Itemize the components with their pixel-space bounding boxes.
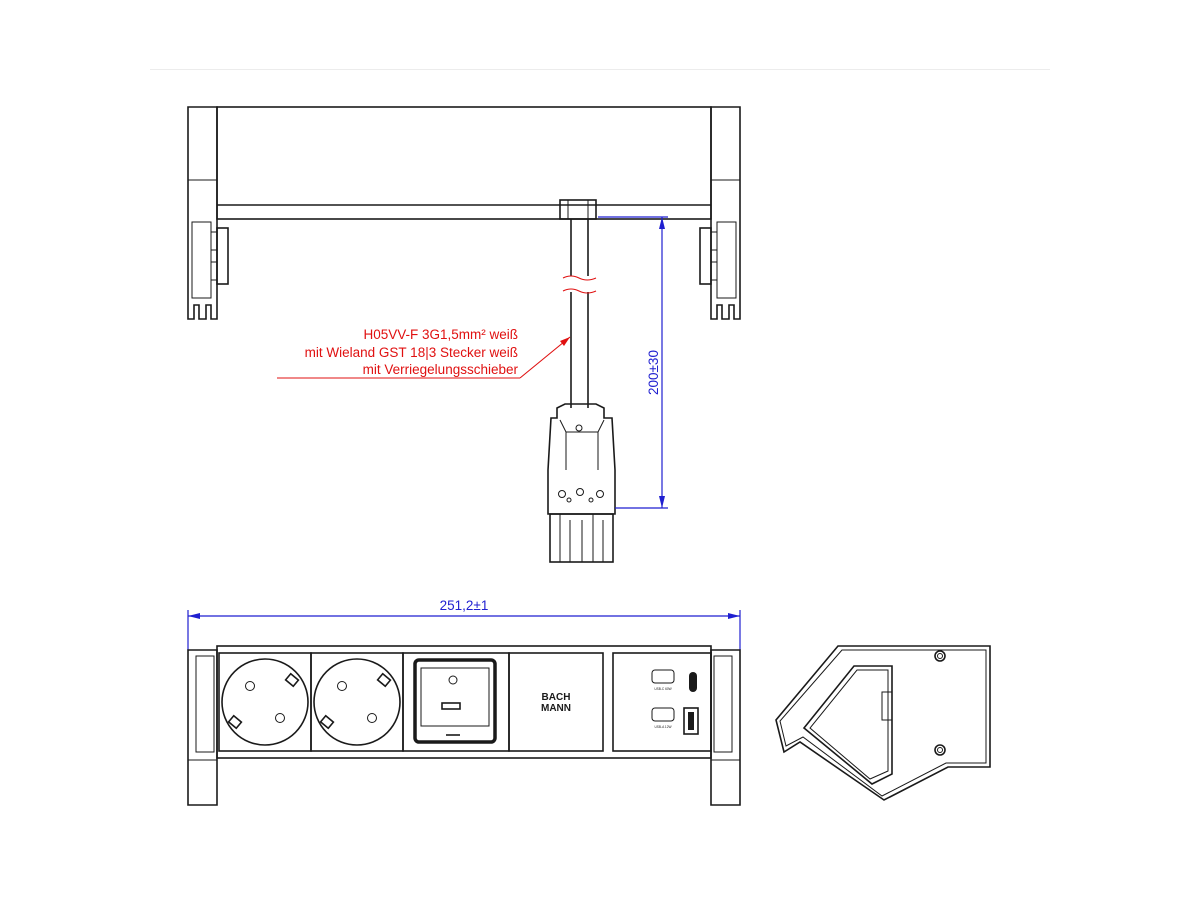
side-cavity (802, 665, 893, 785)
body-width-dimension (187, 610, 741, 650)
front-right-bracket (710, 649, 741, 806)
cable-note-line1: H05VV-F 3G1,5mm² weiß (363, 327, 518, 342)
cable-length-label: 200±30 (646, 350, 661, 395)
brand-logo-line2: MANN (541, 703, 571, 714)
usb-charger-module (612, 652, 712, 752)
schuko-socket-2 (310, 652, 404, 752)
cable-strain-relief (559, 199, 597, 220)
top-view: 200±30 H05VV-F 3G1,5mm² weiß mit Wieland… (187, 106, 741, 563)
usb-c-label: USB-C 60W (654, 687, 671, 691)
front-view: 251,2±1 (187, 598, 741, 806)
cable-note-line2: mit Wieland GST 18|3 Stecker weiß (305, 345, 518, 360)
cable-length-dimension (598, 216, 668, 509)
page-top-rule (150, 69, 1050, 70)
brand-module (508, 652, 604, 752)
left-clamp-bracket (187, 106, 229, 320)
usb-c-port (689, 672, 697, 692)
usb-a-port (683, 707, 699, 735)
cable-note-line3: mit Verriegelungsschieber (363, 362, 519, 377)
usb-c-icon (651, 669, 675, 684)
right-clamp-bracket (699, 106, 741, 320)
top-view-housing (216, 106, 712, 220)
gst18-plug (547, 403, 616, 563)
cable (570, 219, 589, 408)
brand-logo-line1: BACH (542, 692, 571, 703)
cable-note-leader (277, 336, 571, 379)
schuko-socket-1 (218, 652, 312, 752)
cable-break-symbol (562, 275, 597, 294)
side-screw-bottom (934, 744, 946, 756)
side-profile-outline (775, 645, 991, 801)
rocker-switch-module (402, 652, 510, 752)
front-left-bracket (187, 649, 218, 806)
usb-a-label: USB-A 12W (654, 725, 671, 729)
body-width-label: 251,2±1 (440, 598, 489, 613)
side-screw-top (934, 650, 946, 662)
usb-a-icon (651, 707, 675, 722)
side-view (775, 645, 991, 801)
